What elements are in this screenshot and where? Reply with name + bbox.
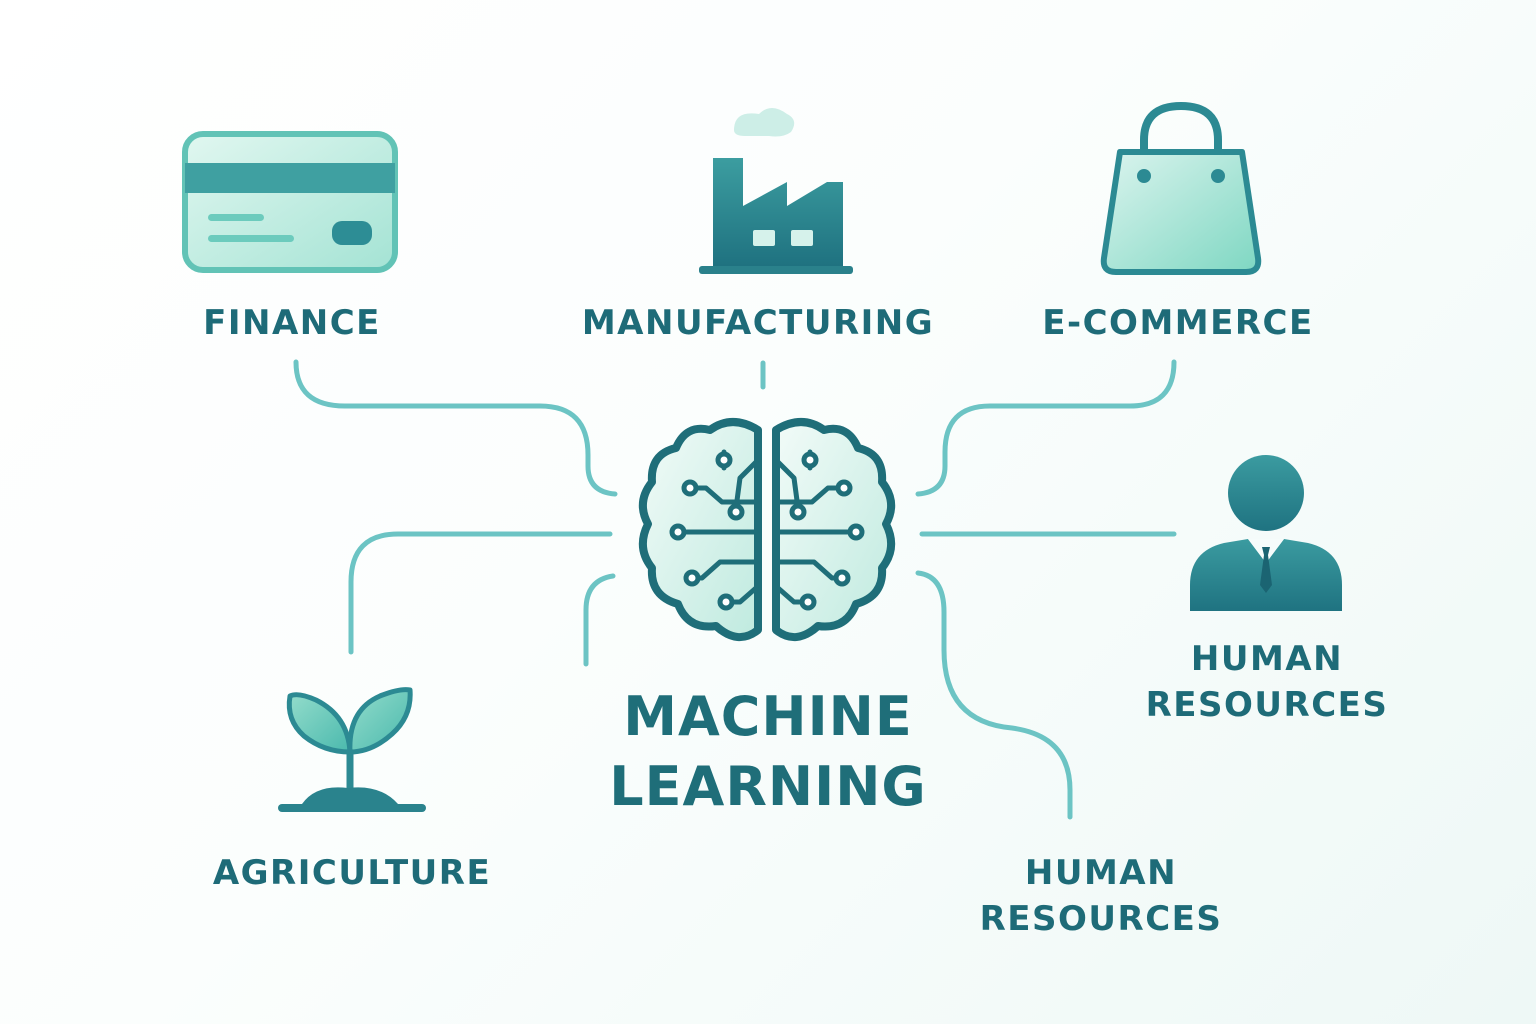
connector-finance [293,359,618,497]
label-hr-right-line2: RESOURCES [1145,685,1389,725]
label-finance: FINANCE [203,303,381,343]
center-title-line1: MACHINE [623,685,913,748]
credit-card-icon [182,131,398,273]
connector-agriculture [348,531,613,655]
connector-ecommerce [915,359,1177,497]
center-title: MACHINE LEARNING [518,682,1018,822]
label-hr-right: HUMAN RESOURCES [1134,636,1400,728]
connector-center-left [583,573,616,667]
shopping-bag-icon [1100,101,1262,275]
label-hr-bottom: HUMAN RESOURCES [968,850,1234,942]
label-hr-bottom-line2: RESOURCES [979,899,1223,939]
sprout-icon [278,687,426,812]
brain-circuit-icon [638,418,896,641]
label-agriculture: AGRICULTURE [212,853,492,893]
label-manufacturing: MANUFACTURING [581,303,935,343]
label-hr-bottom-line1: HUMAN [1024,853,1178,893]
connector-hr-bottom [915,570,1073,820]
label-hr-right-line1: HUMAN [1190,639,1344,679]
factory-icon [699,108,853,274]
label-ecommerce: E-COMMERCE [1042,303,1314,343]
person-icon [1190,455,1342,611]
center-title-line2: LEARNING [609,755,927,818]
